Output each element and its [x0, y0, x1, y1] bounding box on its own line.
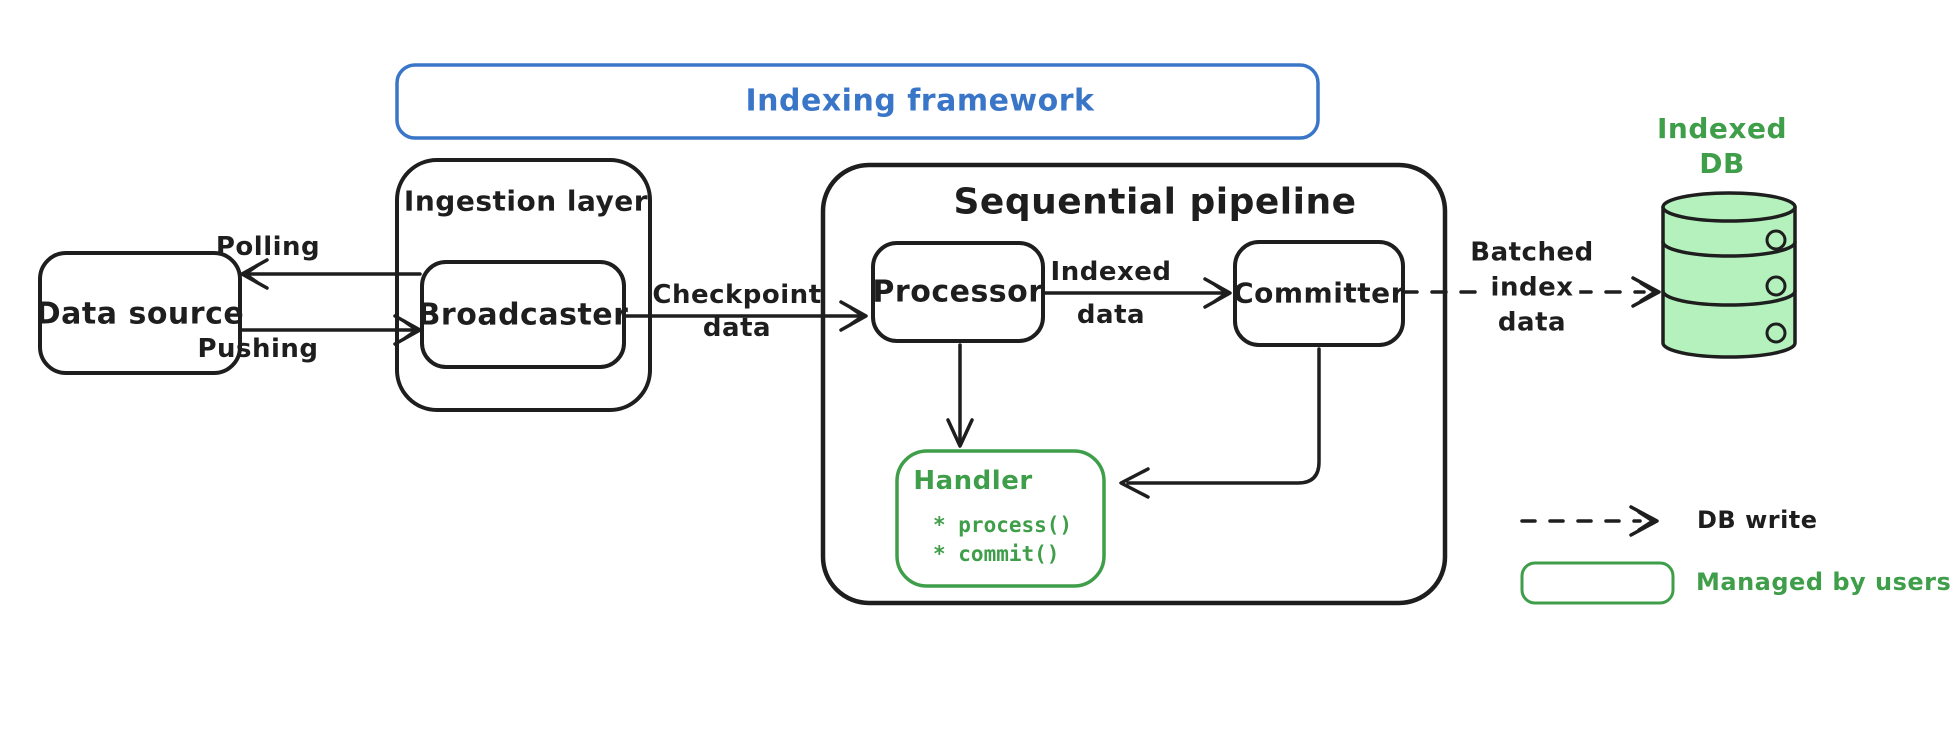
indexed-db-label: Indexed DB [1657, 112, 1787, 180]
checkpoint-data-edge-label: Checkpoint data [652, 280, 822, 343]
polling-edge-label: Polling [215, 232, 321, 262]
processor-to-handler-arrow [946, 343, 974, 448]
pushing-arrow [238, 314, 422, 346]
broadcaster-label: Broadcaster [417, 297, 629, 333]
database-icon [1661, 191, 1797, 359]
polling-arrow [240, 258, 422, 290]
committer-label: Committer [1233, 276, 1405, 310]
indexing-framework-box [395, 63, 1320, 140]
committer-to-handler-arrow [1119, 347, 1321, 499]
batched-index-data-edge-label: Batched index data [1470, 237, 1594, 338]
ingestion-layer-box [395, 158, 652, 412]
handler-box [895, 449, 1106, 588]
legend-db-write-label: DB write [1697, 506, 1818, 534]
sequential-pipeline-title: Sequential pipeline [953, 181, 1357, 223]
ingestion-layer-label: Ingestion layer [403, 184, 649, 218]
checkpoint-data-arrow [622, 300, 868, 332]
pushing-edge-label: Pushing [197, 334, 319, 364]
indexed-data-arrow [1041, 277, 1232, 309]
data-source-label: Data source [35, 296, 245, 332]
legend-managed-by-users-label: Managed by users [1696, 568, 1950, 596]
indexing-framework-label: Indexing framework [745, 83, 1095, 119]
indexed-data-edge-label: Indexed data [1050, 257, 1172, 330]
handler-method-process: * process() [933, 513, 1073, 537]
legend-dashed-arrow-icon [1520, 505, 1659, 537]
sequential-pipeline-box [820, 162, 1448, 606]
handler-title: Handler [913, 466, 1033, 496]
processor-label: Processor [872, 274, 1044, 310]
data-source-box [38, 251, 242, 375]
legend-green-box-icon [1520, 561, 1675, 605]
handler-method-commit: * commit() [933, 542, 1060, 566]
